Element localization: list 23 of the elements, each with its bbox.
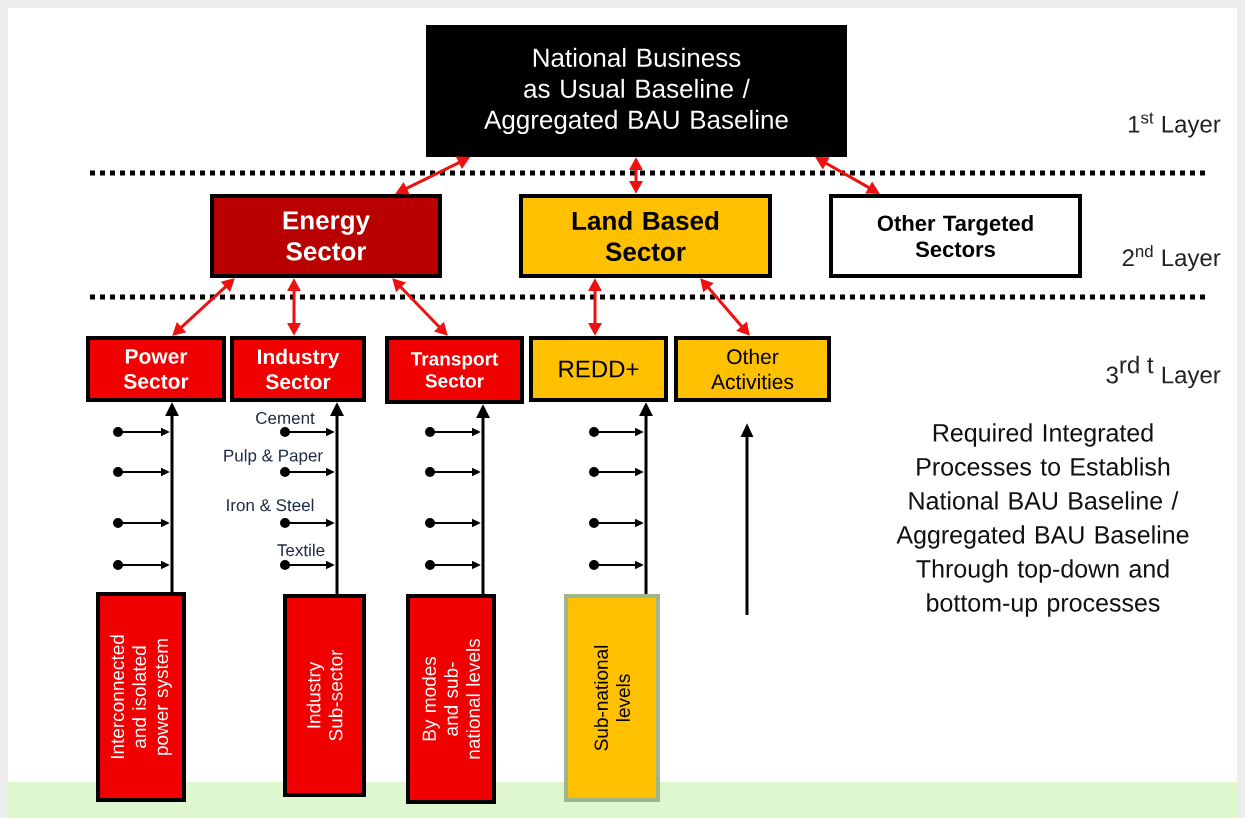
subsector-label: Iron & Steel [227,498,314,512]
arrow [172,278,235,336]
layer-label: $\mbox{3}^{\mbox{rd t}}\mbox{ Layer}$ [1106,355,1221,389]
sector-box: Land Based Sector [519,194,772,278]
subsector-label: Cement [256,411,315,424]
subsector-box: By modes and sub-national levels [406,594,496,804]
sector-box: Other Targeted Sectors [829,194,1082,278]
layer-label: 1$^{st}$ Layer [1129,112,1221,138]
subsector-box: Sub-national levels [564,594,660,802]
subsector-box: Industry Sub-sector [283,594,366,797]
sector-box: Power Sector [86,336,226,402]
process-note: Required Integrated Processes to Establish National BAU Baseline / Aggregated BAU Baseline Through top-down and bottom-up processes [896,423,1189,617]
baseline-box: National Business as Usual Baseline / Aggregated BAU Baseline [426,25,847,157]
arrow [392,278,448,336]
sector-box: Energy Sector [210,194,442,278]
sector-box: Transport Sector [385,336,524,404]
sector-box: Industry Sector [230,336,366,402]
activity-box: Other Activities [674,336,831,402]
subsector-box: Interconnected and isolated power system [96,592,186,802]
subsector-label: Textile [277,543,325,557]
activity-box: REDD+ [529,336,668,402]
layer-label: 2$^{nd}$ Layer [1122,244,1221,272]
subsector-label: Pulp & Paper [224,449,323,465]
